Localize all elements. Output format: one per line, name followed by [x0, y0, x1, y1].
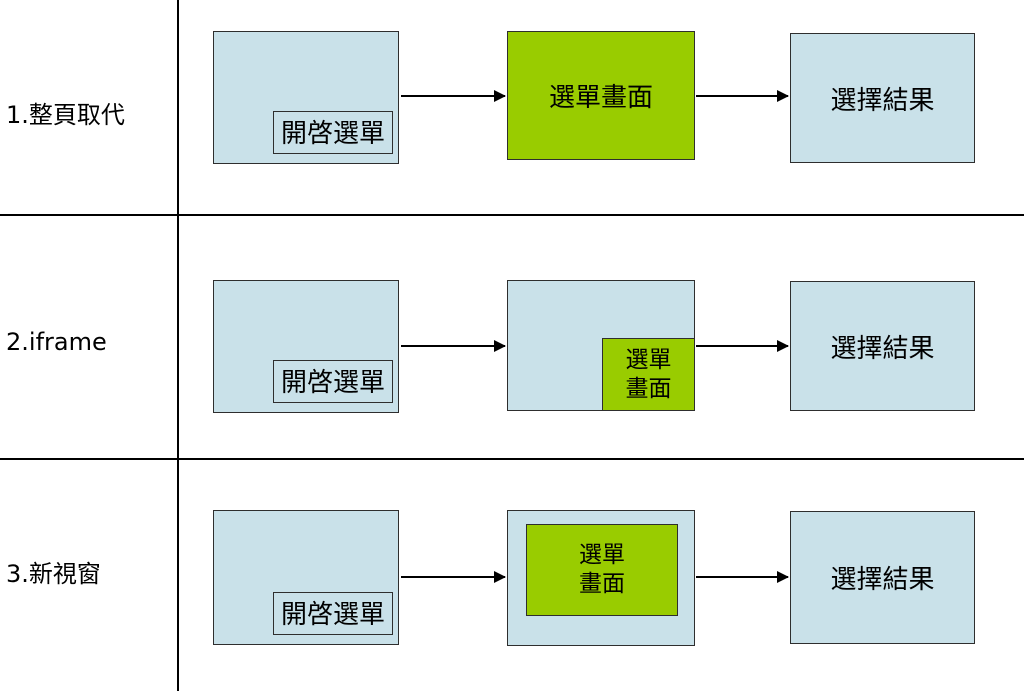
menu-screen-box: 選單畫面	[507, 31, 695, 160]
source-page-box: 開啓選單	[213, 510, 399, 645]
arrow-right-icon	[696, 95, 788, 97]
page-with-window-box: 選單 畫面	[507, 510, 695, 646]
open-menu-button: 開啓選單	[272, 592, 393, 635]
row-label-new-window: 3.新視窗	[6, 560, 101, 588]
source-page-box: 開啓選單	[213, 280, 399, 413]
result-box: 選擇結果	[790, 33, 975, 163]
menu-text-line: 畫面	[625, 375, 672, 402]
arrow-right-icon	[401, 345, 505, 347]
menu-text-line: 畫面	[579, 571, 625, 597]
row-label-iframe: 2.iframe	[6, 328, 107, 356]
arrow-right-icon	[696, 345, 788, 347]
result-box: 選擇結果	[790, 511, 975, 644]
result-box: 選擇結果	[790, 281, 975, 411]
open-menu-button: 開啓選單	[272, 111, 393, 154]
iframe-menu-box: 選單 畫面	[602, 338, 695, 411]
menu-text-line: 選單	[625, 346, 672, 373]
arrow-right-icon	[401, 95, 505, 97]
label-divider-line	[177, 0, 179, 691]
row-label-full-replace: 1.整頁取代	[6, 101, 125, 129]
open-menu-button: 開啓選單	[272, 360, 393, 403]
popup-menu-box: 選單 畫面	[526, 524, 678, 616]
page-with-iframe-box: 選單 畫面	[507, 280, 695, 411]
menu-text-line: 選單	[579, 542, 625, 569]
arrow-right-icon	[401, 576, 505, 578]
source-page-box: 開啓選單	[213, 31, 399, 164]
arrow-right-icon	[696, 576, 788, 578]
row-divider-2	[0, 458, 1024, 460]
row-divider-1	[0, 214, 1024, 216]
